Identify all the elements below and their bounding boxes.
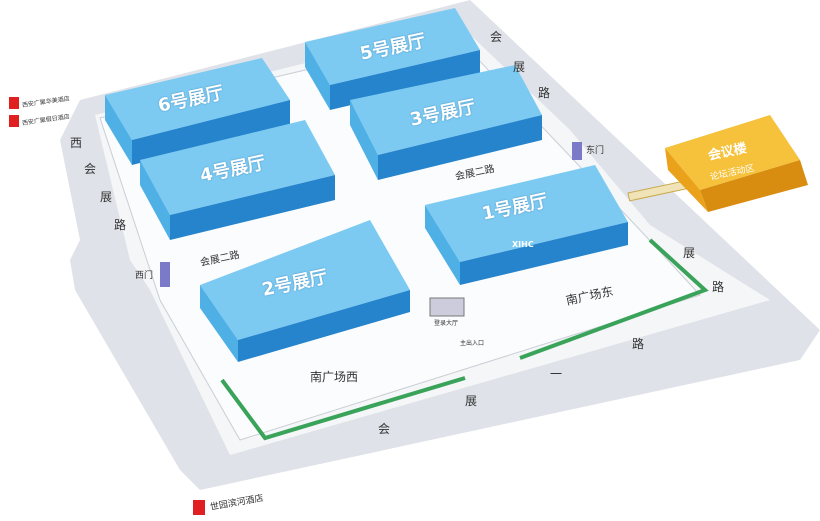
- hall-2-block: [200, 220, 410, 362]
- conference-block: [665, 115, 808, 212]
- east-gate-label: 东门: [586, 146, 605, 156]
- south-plaza-west: 南广场西: [310, 370, 359, 384]
- road-east-3: 路: [538, 86, 551, 100]
- hotel-icon: [9, 97, 19, 109]
- west-gate-label: 西门: [135, 271, 154, 281]
- road-east-2: 展: [513, 60, 526, 74]
- road-west-2: 会: [84, 162, 97, 176]
- east-gate-mark: [572, 142, 582, 160]
- road-east-1: 会: [490, 30, 503, 44]
- lobby-box: [429, 297, 465, 317]
- road-south-4: 路: [632, 337, 645, 351]
- hall-6-block: [105, 58, 290, 165]
- lobby-label: 登录大厅: [434, 320, 459, 327]
- hotel-icon: [9, 115, 19, 127]
- road-se-2: 路: [712, 280, 725, 294]
- green-path-west: [220, 376, 466, 441]
- green-path-east: [519, 238, 709, 360]
- logo-text: XIHC: [512, 240, 534, 249]
- road-south-2: 展: [465, 394, 478, 408]
- road-west-1: 西: [70, 136, 83, 150]
- road-west-3: 展: [100, 190, 113, 204]
- hotel-icon: [193, 500, 205, 515]
- main-entrance-label: 主出入口: [460, 340, 485, 347]
- hall-1-block: [425, 165, 628, 285]
- road-south-1: 会: [378, 422, 391, 436]
- hall-4-block: [140, 120, 335, 240]
- hall-3-block: [350, 65, 542, 180]
- hall-5-block: [305, 8, 480, 110]
- road-south-3: 一: [550, 367, 563, 381]
- road-west-4: 路: [114, 218, 127, 232]
- west-gate-mark: [160, 262, 170, 287]
- road-se-1: 展: [683, 246, 696, 260]
